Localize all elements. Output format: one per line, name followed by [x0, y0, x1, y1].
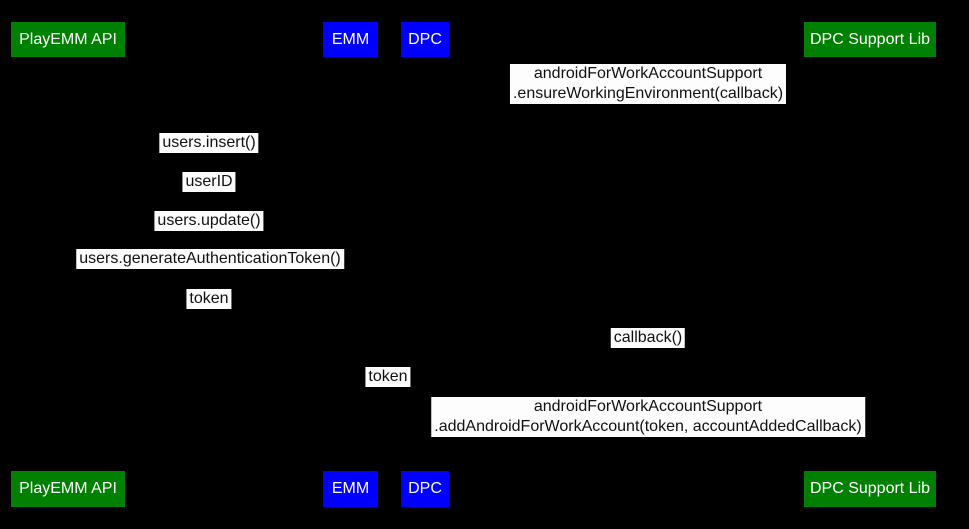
message-users-update: users.update() — [154, 211, 264, 231]
participant-top-dpc: DPC — [401, 22, 449, 57]
participant-bottom-playemm-api: PlayEMM API — [11, 471, 125, 507]
participant-bottom-emm: EMM — [323, 471, 378, 507]
participant-bottom-dpc-support-lib: DPC Support Lib — [804, 471, 936, 507]
message-ensure-working-environment: androidForWorkAccountSupport .ensureWork… — [509, 64, 787, 104]
participant-top-emm: EMM — [323, 22, 378, 57]
message-token-to-dpc: token — [365, 367, 411, 387]
message-generate-authentication-token: users.generateAuthenticationToken() — [76, 249, 344, 269]
lifeline-emm — [350, 57, 351, 471]
lifeline-dpc — [424, 57, 425, 471]
message-line: .addAndroidForWorkAccount(token, account… — [434, 418, 862, 435]
participant-top-playemm-api: PlayEMM API — [11, 22, 125, 57]
message-userid: userID — [182, 172, 236, 192]
participant-top-dpc-support-lib: DPC Support Lib — [804, 22, 936, 57]
message-line: androidForWorkAccountSupport — [533, 65, 763, 82]
message-line: .ensureWorkingEnvironment(callback) — [512, 85, 784, 102]
message-callback: callback() — [610, 328, 686, 348]
message-add-android-for-work-account: androidForWorkAccountSupport .addAndroid… — [431, 397, 865, 437]
participant-bottom-dpc: DPC — [401, 471, 449, 507]
message-token-to-emm: token — [186, 289, 232, 309]
lifeline-dpc-support-lib — [869, 57, 870, 471]
message-line: androidForWorkAccountSupport — [533, 398, 763, 415]
message-users-insert: users.insert() — [159, 133, 259, 153]
lifeline-playemm-api — [67, 57, 68, 471]
